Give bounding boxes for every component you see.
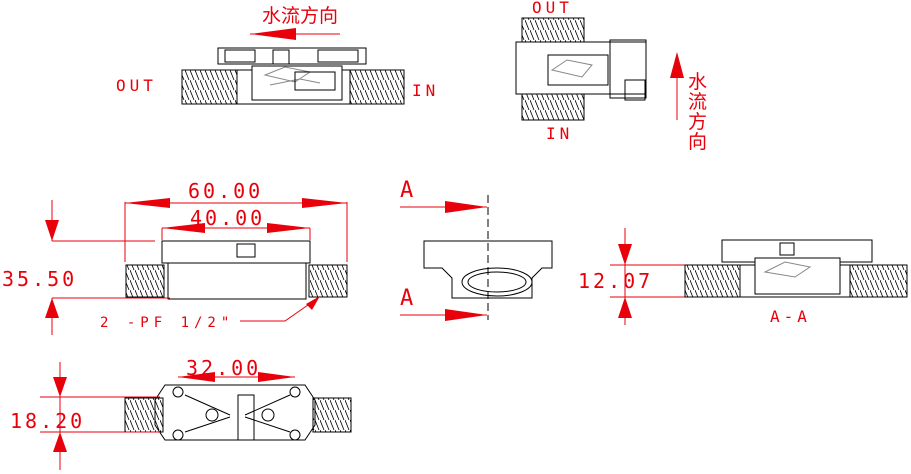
flow-char: 方	[688, 111, 707, 133]
flow-char: 水	[688, 71, 707, 93]
front-view: 60.00 40.00 35.50 2 -PF 1/2"	[2, 179, 348, 335]
flow-char: 向	[688, 131, 707, 153]
hole-spacing-dim: 32.00	[186, 356, 261, 380]
flow-arrow-left	[250, 28, 340, 40]
overall-length-dim: 60.00	[188, 179, 263, 203]
flow-arrow-up	[670, 52, 684, 120]
outlet-label-vertical: OUT	[532, 0, 573, 17]
inlet-label: IN	[412, 81, 439, 100]
section-marker-bottom: A	[400, 286, 416, 311]
side-section-view: 水流方向 OUT IN	[116, 5, 439, 105]
section-marker-top: A	[400, 178, 416, 203]
flow-direction-label: 水流方向	[262, 5, 338, 27]
width-dim: 18.20	[10, 409, 85, 433]
body-length-dim: 40.00	[190, 206, 265, 230]
vertical-section-view: OUT IN 水 流 方 向	[515, 0, 707, 153]
flow-char: 流	[688, 91, 707, 113]
bottom-view: 32.00 18.20	[10, 356, 352, 470]
outlet-label: OUT	[116, 76, 157, 95]
section-label: A-A	[770, 307, 811, 326]
section-a-a-view: 12.07 A-A	[578, 228, 908, 326]
height-dim: 35.50	[2, 267, 77, 291]
section-height-dim: 12.07	[578, 269, 653, 293]
thread-note: 2 -PF 1/2"	[100, 315, 234, 331]
inlet-label-vertical: IN	[546, 124, 573, 143]
end-view: A A	[400, 178, 553, 321]
